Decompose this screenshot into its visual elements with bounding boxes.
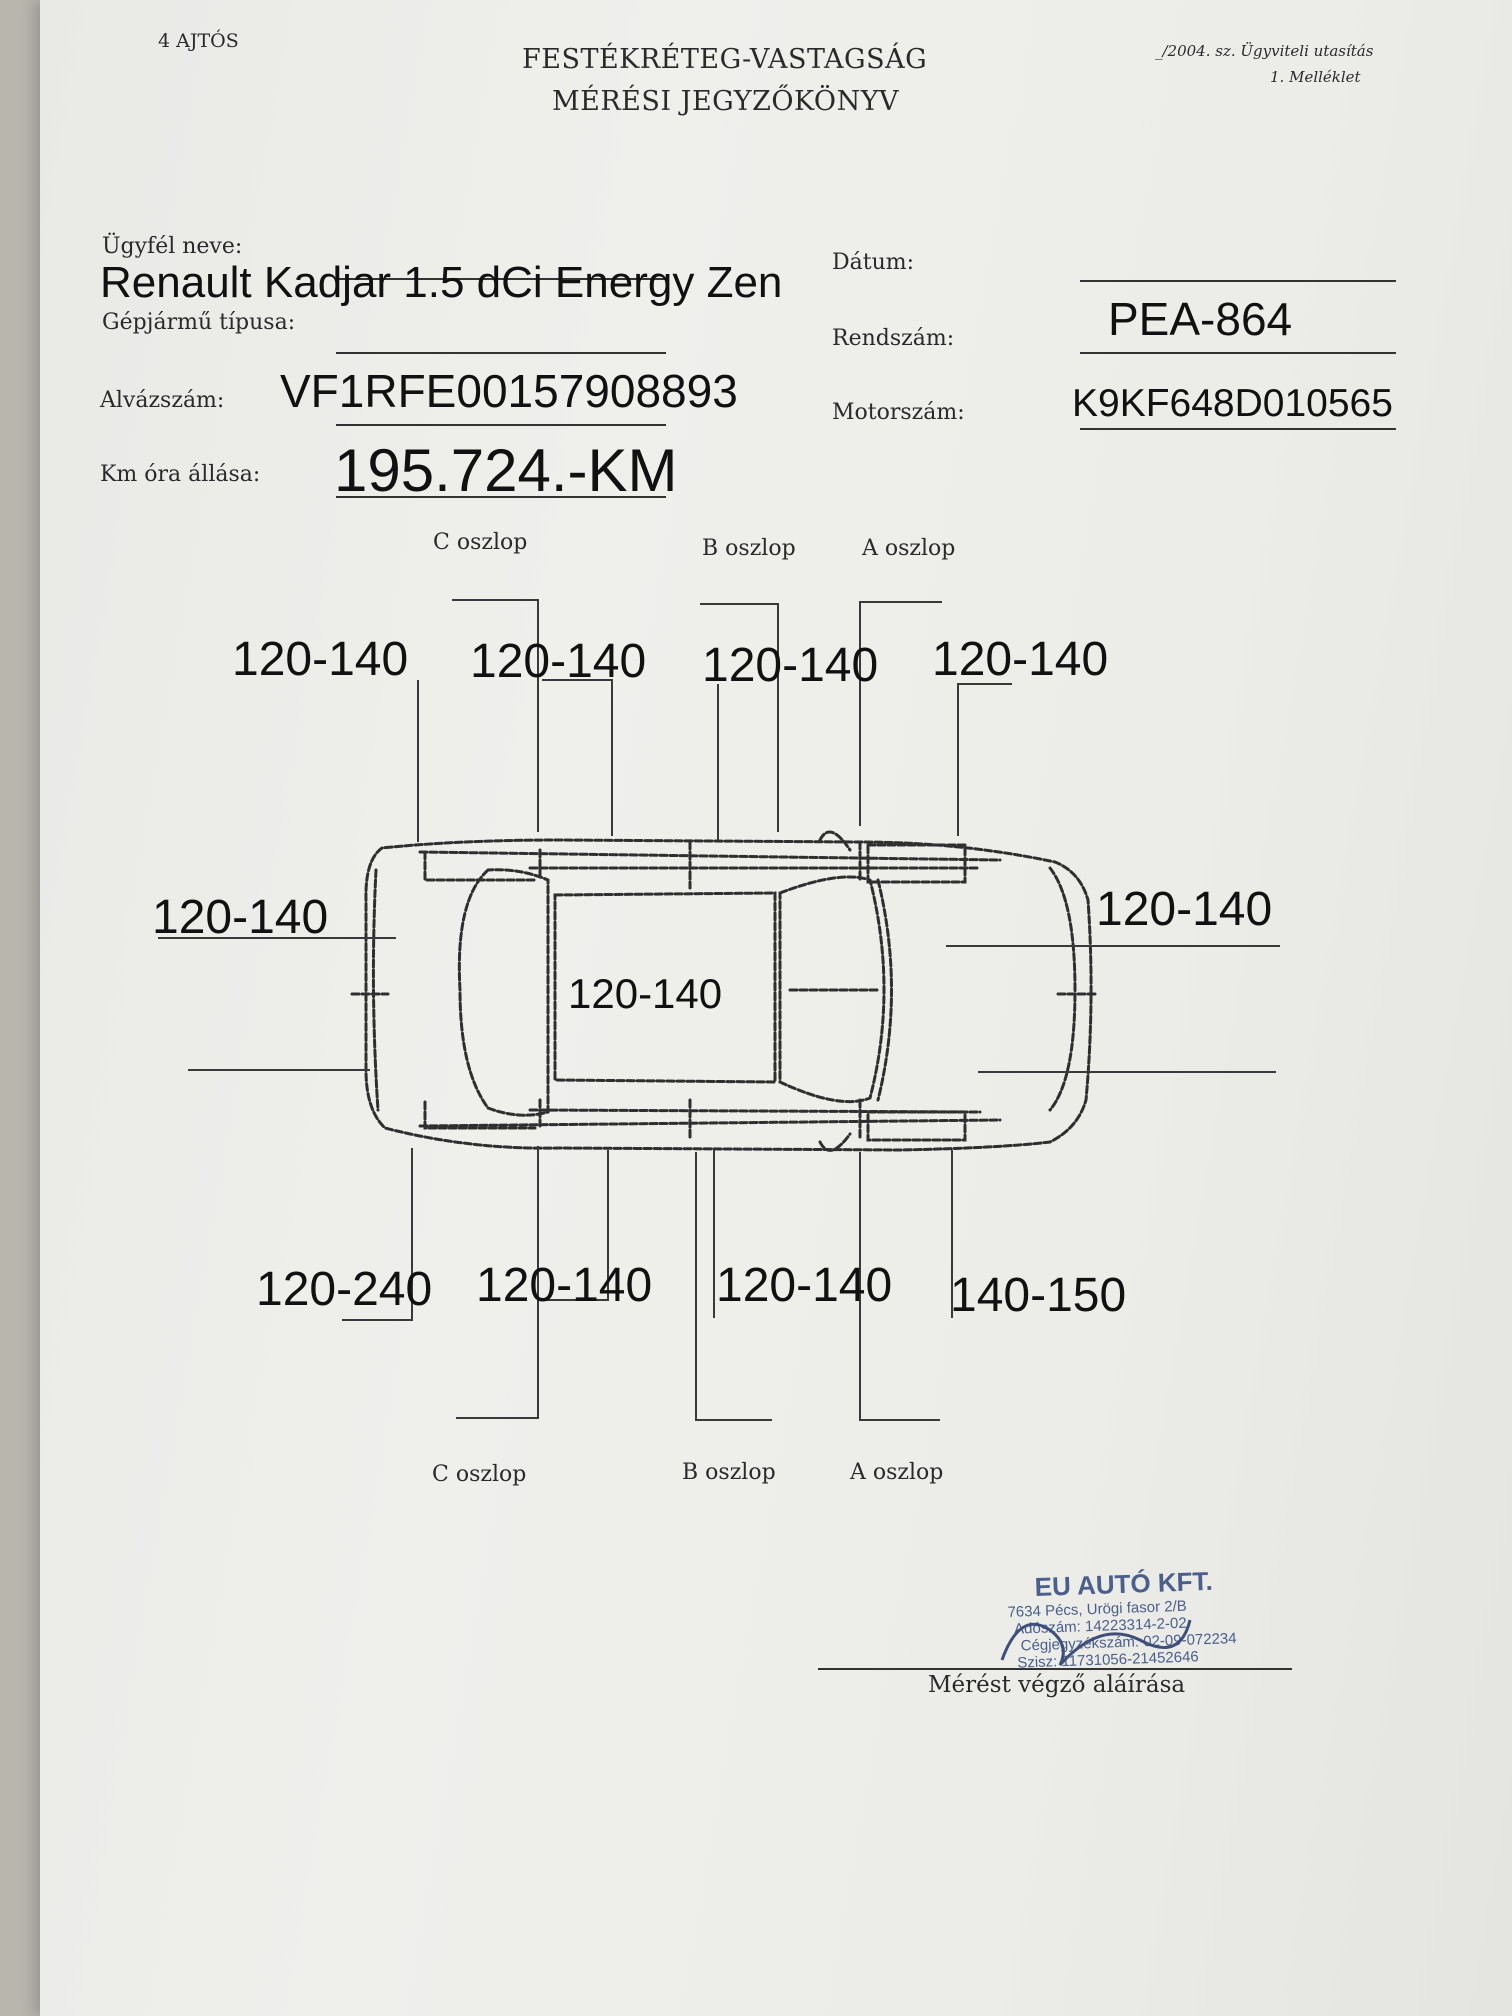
pillar-label-top-b: B oszlop bbox=[702, 536, 796, 561]
measurement-roof: 120-140 bbox=[568, 970, 723, 1017]
odometer-line bbox=[336, 496, 666, 498]
client-line bbox=[336, 278, 666, 280]
measurement-top-1: 120-140 bbox=[232, 633, 409, 686]
door-count: 4 AJTÓS bbox=[158, 30, 239, 52]
odometer-value: 195.724.-KM bbox=[334, 437, 678, 504]
plate-line bbox=[1080, 352, 1396, 354]
measurement-bottom-1: 120-240 bbox=[256, 1263, 433, 1316]
pillar-label-top-a: A oszlop bbox=[862, 536, 956, 561]
vehicle-type-label: Gépjármű típusa: bbox=[102, 310, 296, 335]
measurement-right: 120-140 bbox=[1096, 883, 1273, 936]
client-label: Ügyfél neve: bbox=[102, 234, 243, 259]
plate-label: Rendszám: bbox=[832, 326, 955, 351]
measurement-top-2: 120-140 bbox=[470, 635, 647, 688]
pillar-label-bottom-c: C oszlop bbox=[432, 1462, 527, 1487]
vin-label: Alvázszám: bbox=[100, 388, 225, 413]
pillar-label-bottom-a: A oszlop bbox=[850, 1460, 944, 1485]
regulation-reference: _/2004. sz. Ügyviteli utasítás bbox=[1155, 42, 1374, 60]
engine-line bbox=[1080, 428, 1396, 430]
measurement-bottom-2: 120-140 bbox=[476, 1259, 653, 1312]
signature-line bbox=[818, 1668, 1292, 1670]
signature-scribble bbox=[1000, 1619, 1192, 1666]
appendix-label: 1. Melléklet bbox=[1270, 68, 1361, 86]
odometer-label: Km óra állása: bbox=[100, 462, 261, 487]
measurement-top-3: 120-140 bbox=[702, 639, 879, 692]
measurement-top-4: 120-140 bbox=[932, 633, 1109, 686]
signature-label: Mérést végző aláírása bbox=[928, 1672, 1186, 1698]
measurement-bottom-3: 120-140 bbox=[716, 1259, 893, 1312]
document-title: FESTÉKRÉTEG-VASTAGSÁG bbox=[522, 44, 928, 75]
vin-value: VF1RFE00157908893 bbox=[280, 365, 738, 417]
pillar-label-top-c: C oszlop bbox=[433, 530, 528, 555]
date-label: Dátum: bbox=[832, 250, 915, 275]
engine-value: K9KF648D010565 bbox=[1072, 382, 1393, 425]
vehicle-type-line bbox=[336, 352, 666, 354]
engine-label: Motorszám: bbox=[832, 400, 965, 425]
measurement-left: 120-140 bbox=[152, 891, 329, 944]
measurement-bottom-4: 140-150 bbox=[950, 1269, 1127, 1322]
vin-line bbox=[336, 424, 666, 426]
document-subtitle: MÉRÉSI JEGYZŐKÖNYV bbox=[552, 86, 900, 117]
plate-value: PEA-864 bbox=[1108, 293, 1293, 345]
date-line bbox=[1080, 280, 1396, 282]
client-value: Renault Kadjar 1.5 dCi Energy Zen bbox=[100, 258, 783, 307]
pillar-label-bottom-b: B oszlop bbox=[682, 1460, 776, 1485]
